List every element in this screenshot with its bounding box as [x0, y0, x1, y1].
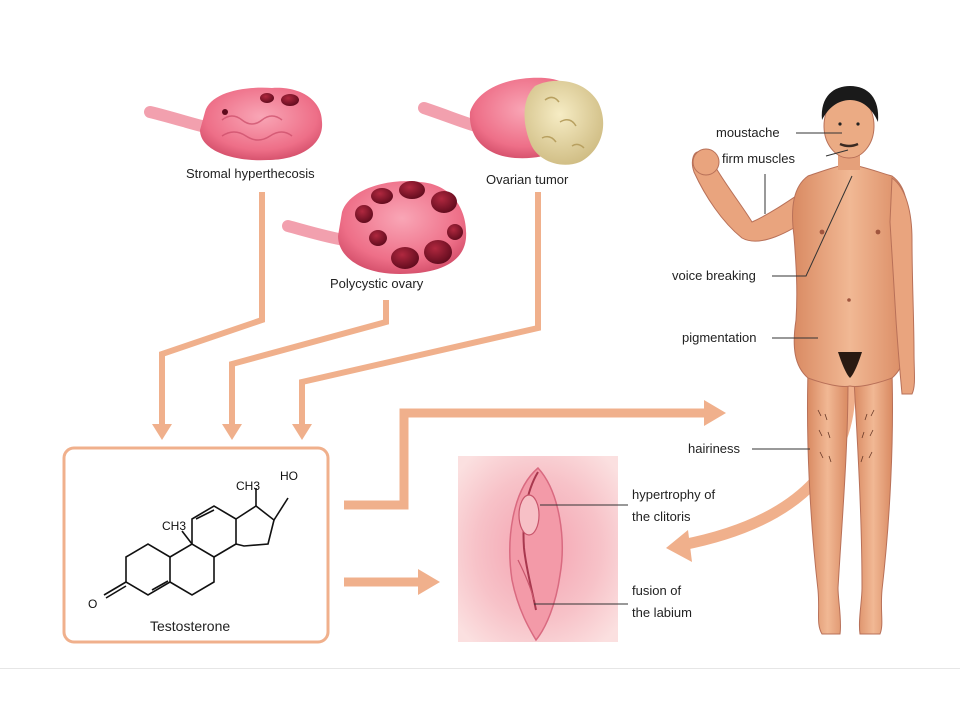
pigmentation-label: pigmentation: [682, 330, 757, 345]
polycystic-ovary: [282, 181, 467, 274]
voice-breaking-label: voice breaking: [672, 268, 756, 283]
testosterone-label: Testosterone: [150, 618, 231, 634]
hairiness-label: hairiness: [688, 441, 741, 456]
clitoris-label: hypertrophy of the clitoris: [632, 484, 715, 528]
arrow-heads: [152, 424, 312, 440]
bottom-band: [0, 668, 960, 721]
genital-leader-lines: [534, 504, 628, 605]
genital-illustration: [458, 456, 618, 642]
polycystic-ovary-label: Polycystic ovary: [330, 276, 424, 291]
ch3-left-label: CH3: [162, 519, 186, 533]
testosterone-to-genital-arrow: [344, 569, 440, 595]
body-leader-lines: [752, 132, 853, 450]
stromal-hyperthecosis-ovary: [144, 87, 323, 161]
testosterone-box: [62, 446, 330, 644]
labium-label-line2: the labium: [632, 605, 692, 620]
testosterone-structure: [103, 488, 289, 599]
stromal-hyperthecosis-label: Stromal hyperthecosis: [186, 166, 315, 181]
ovarian-tumor-ovary: [418, 77, 604, 165]
ovary-to-testosterone-arrows: [159, 192, 541, 425]
ho-label: HO: [280, 469, 298, 483]
female-figure-illustration: [691, 86, 915, 635]
testosterone-to-body-arrow: [344, 400, 726, 510]
clitoris-label-line2: the clitoris: [632, 509, 691, 524]
labium-label: fusion of the labium: [632, 580, 692, 624]
ovarian-tumor-label: Ovarian tumor: [486, 172, 569, 187]
firm-muscles-label: firm muscles: [722, 151, 795, 166]
ch3-top-label: CH3: [236, 479, 260, 493]
oxygen-label: O: [88, 597, 97, 611]
clitoris-label-line1: hypertrophy of: [632, 487, 716, 502]
labium-label-line1: fusion of: [632, 583, 682, 598]
moustache-label: moustache: [716, 125, 780, 140]
